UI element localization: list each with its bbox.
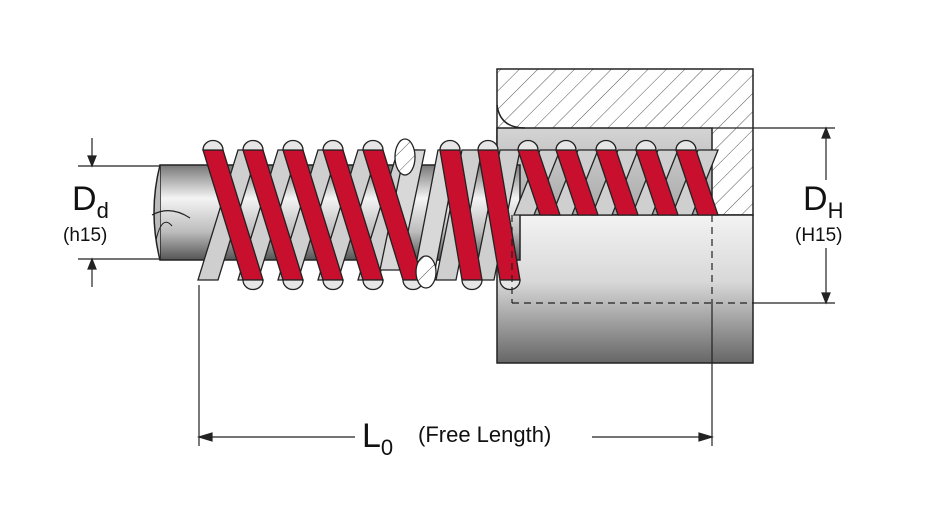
spring-coil-bottom-cap: [242, 279, 264, 291]
housing-block: [496, 68, 754, 364]
rod-break-line: [151, 210, 191, 219]
spring-coil-bottom-cap: [499, 279, 521, 291]
spring-coil-top-cap: [362, 139, 384, 151]
spring-coil-bottom-cap: [322, 279, 344, 291]
spring-coil-top-cap: [595, 139, 617, 151]
spring-coil-top-cap: [202, 139, 224, 151]
free-length-label: L0: [362, 417, 393, 460]
spring-coil-top-cap: [555, 139, 577, 151]
spring-coil-top-cap: [675, 139, 697, 151]
spring-coil-top-cap: [477, 139, 499, 151]
spring-coil-top-cap: [439, 139, 461, 151]
dimension-free-length: [196, 285, 715, 446]
spring-front-coils: [202, 138, 719, 291]
spring-coil-top-cap: [322, 139, 344, 151]
spring-coil-bottom-cap: [282, 279, 304, 291]
hole-diameter-label: DH: [803, 180, 843, 223]
spring-coil-top-cap: [282, 139, 304, 151]
bore-chamfer: [496, 104, 526, 129]
spring-coil-top-cap: [517, 139, 539, 151]
dimension-hole-diameter: [712, 126, 835, 305]
spring-coil-bottom-cap: [461, 279, 483, 291]
hidden-lines: [511, 215, 752, 304]
housing-exterior: [496, 214, 754, 364]
spring-coil-top-cap: [635, 139, 657, 151]
spring-wire-section: [415, 255, 437, 289]
free-length-description: (Free Length): [418, 422, 551, 447]
dimension-rod-diameter: [78, 138, 160, 287]
spring-wire-section: [394, 138, 416, 176]
hole-tolerance-label: (H15): [795, 225, 843, 246]
rod-diameter-label: Dd: [72, 180, 109, 223]
rod-tolerance-label: (h15): [63, 225, 107, 246]
spring-coil-bottom-cap: [362, 279, 384, 291]
spring-coil-top-cap: [242, 139, 264, 151]
